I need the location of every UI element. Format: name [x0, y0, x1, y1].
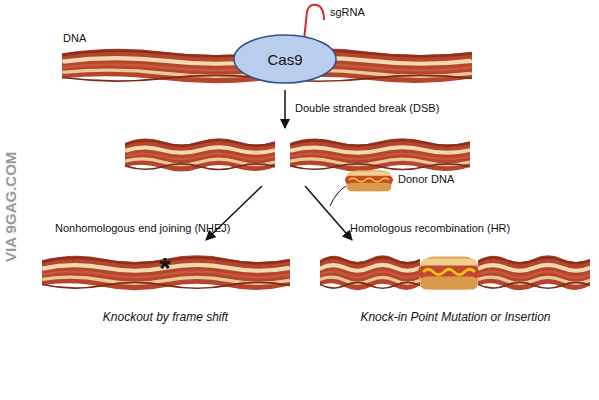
cas9-ellipse-shape [234, 35, 336, 83]
cas9-node: Cas9 [233, 34, 337, 84]
part-label: sgRNA [330, 6, 365, 18]
protein-name: Cas9 [267, 51, 302, 68]
pathway-label: Nonhomologous end joining (NHEJ) [55, 222, 230, 234]
watermark: VIA 9GAG.COM [3, 152, 18, 262]
outcome-node: Knock-in Point Mutation or Insertion [318, 248, 593, 328]
mutation-mark: * [159, 251, 171, 285]
sgrna-strand [304, 5, 324, 40]
inserted-hotdog [418, 257, 480, 290]
broken-strip [290, 138, 470, 171]
part-label: Donor DNA [398, 173, 454, 185]
pathway-label: Homologous recombination (HR) [350, 222, 510, 234]
knockin-strip [478, 255, 590, 290]
outcome-caption: Knockout by frame shift [103, 310, 228, 324]
leader-line [330, 186, 346, 206]
flow-arrow [284, 90, 286, 128]
flow-arrow [305, 186, 352, 240]
outcome-caption: Knock-in Point Mutation or Insertion [360, 310, 550, 324]
broken-strip [125, 138, 275, 171]
knockin-strip [320, 255, 420, 290]
step-label: Double stranded break (DSB) [295, 102, 439, 114]
strand-label: DNA [63, 32, 86, 44]
donor-hotdog [345, 170, 393, 191]
